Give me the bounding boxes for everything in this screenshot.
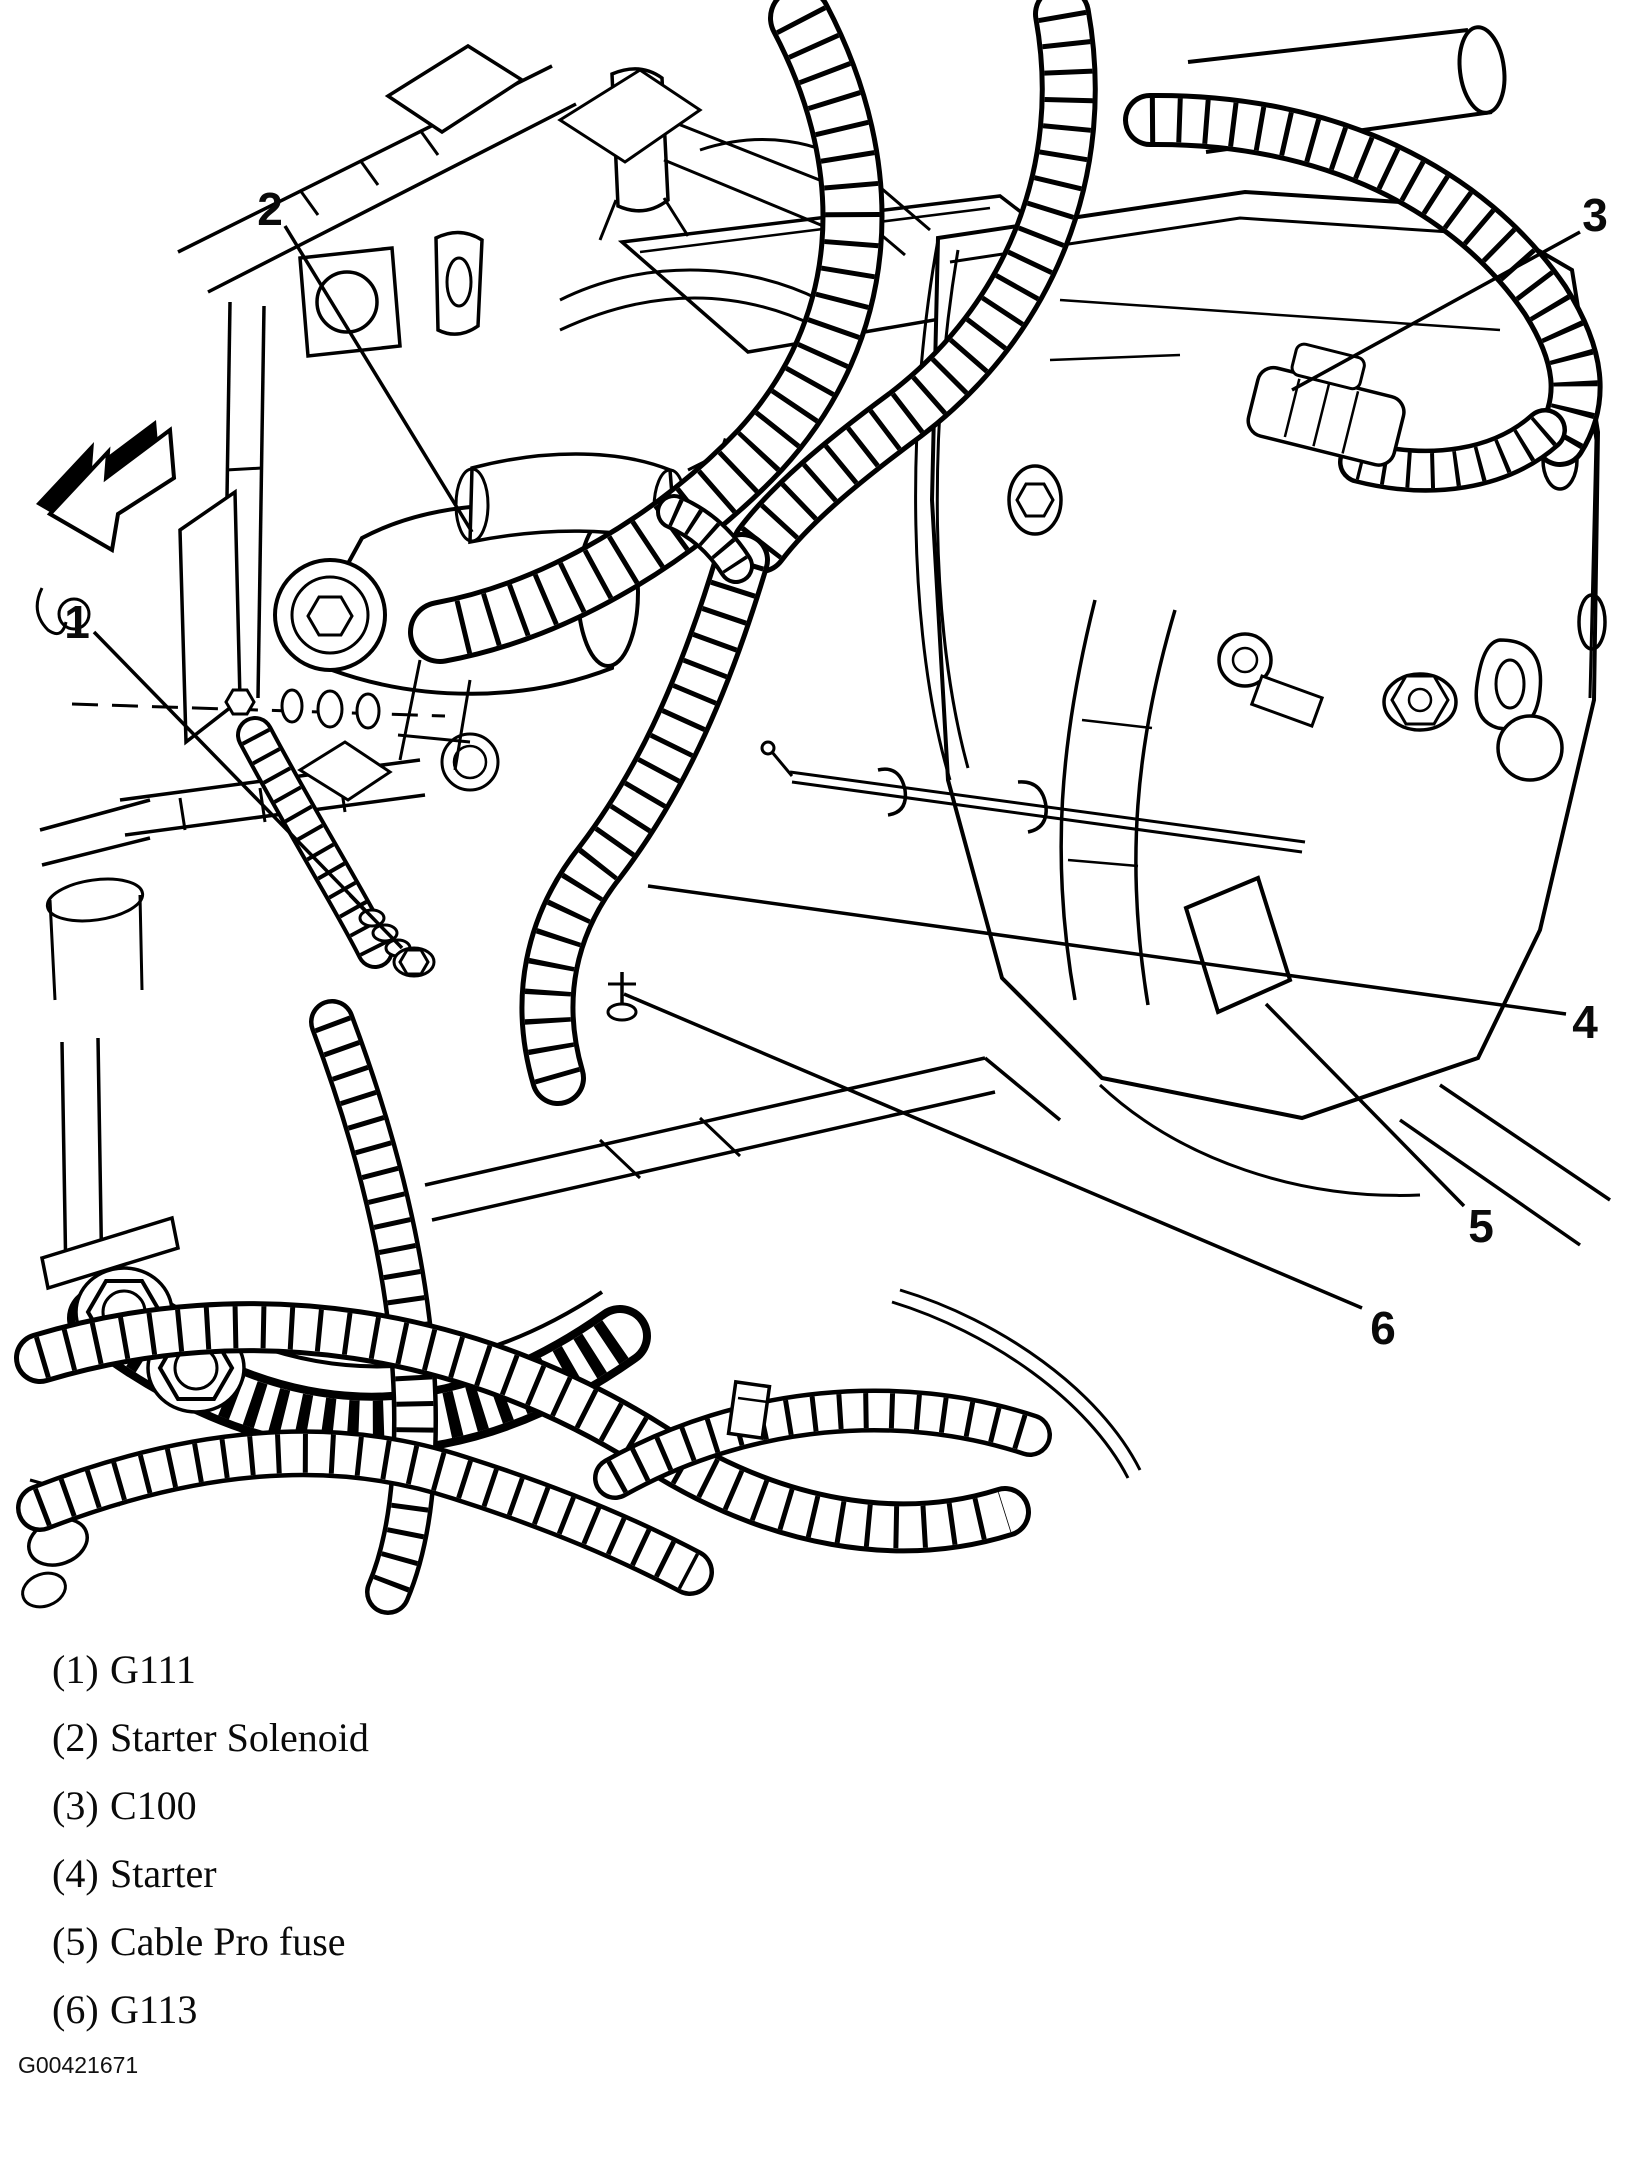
callout-4: 4 <box>1572 996 1598 1048</box>
legend-marker: (4) <box>52 1851 99 1896</box>
c100-connector <box>1246 342 1406 467</box>
cable-pro-fuse <box>1183 875 1293 1015</box>
callout-5: 5 <box>1468 1200 1494 1252</box>
legend-item-starter: (4) Starter <box>52 1850 369 1918</box>
legend-marker: (3) <box>52 1783 99 1828</box>
legend-item-cable-pro-fuse: (5) Cable Pro fuse <box>52 1918 369 1986</box>
legend-label: G111 <box>110 1647 196 1692</box>
wiring-harness-conduits <box>14 0 1603 1615</box>
callout-2: 2 <box>257 183 283 235</box>
callout-3: 3 <box>1582 189 1608 241</box>
callout-1: 1 <box>64 596 90 648</box>
starter-location-diagram: 1 2 3 4 5 6 <box>14 0 1611 1615</box>
legend-marker: (6) <box>52 1987 99 2032</box>
legend-marker: (2) <box>52 1715 99 1760</box>
legend-label: Cable Pro fuse <box>110 1919 346 1964</box>
legend-marker: (1) <box>52 1647 99 1692</box>
figure-code: G00421671 <box>18 2052 139 2078</box>
legend-label: C100 <box>110 1783 197 1828</box>
legend-item-g113: (6) G113 <box>52 1986 369 2054</box>
legend-item-c100: (3) C100 <box>52 1782 369 1850</box>
legend-item-g111: (1) G111 <box>52 1646 369 1714</box>
legend-label: Starter Solenoid <box>110 1715 369 1760</box>
callout-6: 6 <box>1370 1302 1396 1354</box>
legend-label: G113 <box>110 1987 198 2032</box>
engine-block-lines <box>35 25 1507 1001</box>
g113-ground-stud <box>606 972 638 1022</box>
bracket-rod-and-sensors <box>760 599 1306 1006</box>
legend: (1) G111 (2) Starter Solenoid (3) C100 (… <box>52 1646 369 2054</box>
callout-leaders <box>92 225 1581 1310</box>
legend-marker: (5) <box>52 1919 99 1964</box>
legend-label: Starter <box>110 1851 217 1896</box>
legend-item-starter-solenoid: (2) Starter Solenoid <box>52 1714 369 1782</box>
view-direction-arrow-icon <box>36 420 177 554</box>
